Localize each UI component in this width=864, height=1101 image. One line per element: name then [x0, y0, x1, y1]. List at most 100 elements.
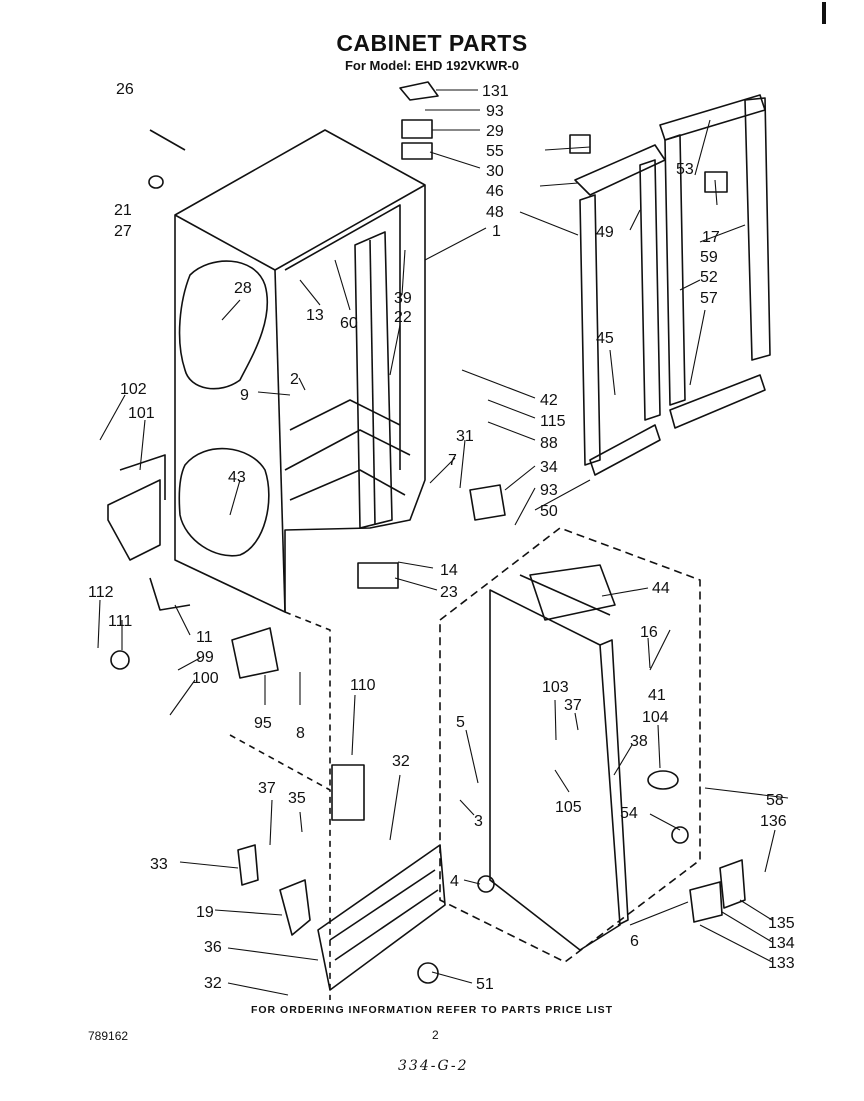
callout-3: 3	[474, 813, 483, 830]
callout-101: 101	[128, 405, 155, 422]
callout-33: 33	[150, 856, 168, 873]
hinge-135	[719, 859, 746, 909]
callout-labels: 26 21 27 131 93 29 55 30 46 48 1 53 17 5…	[88, 81, 795, 993]
handwritten-note: 334-G-2	[398, 1058, 469, 1074]
foot-51	[417, 962, 439, 984]
callout-102: 102	[120, 381, 147, 398]
callout-6: 6	[630, 933, 639, 950]
callout-134: 134	[768, 935, 795, 952]
callout-42: 42	[540, 392, 558, 409]
callout-29: 29	[486, 123, 504, 140]
callout-112: 112	[88, 584, 114, 601]
callout-34: 34	[540, 459, 558, 476]
callout-133: 133	[768, 955, 795, 972]
callout-32b: 32	[204, 975, 222, 992]
door-assembly-outline	[439, 527, 701, 963]
callout-53: 53	[676, 161, 694, 178]
callout-19: 19	[196, 904, 214, 921]
callout-44: 44	[652, 580, 670, 597]
callout-5: 5	[456, 714, 465, 731]
part-134	[689, 881, 723, 923]
callout-104: 104	[642, 709, 669, 726]
callout-55: 55	[486, 143, 504, 160]
callout-31: 31	[456, 428, 474, 445]
callout-16: 16	[640, 624, 658, 641]
callout-11: 11	[196, 629, 213, 646]
callout-23: 23	[440, 584, 458, 601]
callout-36: 36	[204, 939, 222, 956]
rear-panel-101	[107, 479, 161, 561]
model-subtitle: For Model: EHD 192VKWR-0	[344, 58, 520, 73]
base-grille-36	[317, 844, 446, 991]
document-number: 789162	[88, 1029, 129, 1043]
callout-9: 9	[240, 387, 249, 404]
callout-46: 46	[486, 183, 504, 200]
callout-28: 28	[234, 280, 252, 297]
callout-93: 93	[486, 103, 504, 120]
callout-60: 60	[340, 315, 358, 332]
callout-22: 22	[394, 309, 412, 326]
callout-51: 51	[476, 976, 494, 993]
callout-58: 58	[766, 792, 784, 809]
part-131	[399, 81, 439, 101]
callout-45: 45	[596, 330, 614, 347]
callout-95: 95	[254, 715, 272, 732]
cap-27	[148, 175, 164, 189]
cabinet-shell	[174, 129, 426, 613]
callout-48: 48	[486, 204, 504, 221]
callout-35: 35	[288, 790, 306, 807]
callout-93b: 93	[540, 482, 558, 499]
callout-88: 88	[540, 435, 558, 452]
callout-32: 32	[392, 753, 410, 770]
callout-59: 59	[700, 249, 718, 266]
callout-39: 39	[394, 290, 412, 307]
callout-110: 110	[350, 677, 376, 694]
callout-135: 135	[768, 915, 795, 932]
knob-104	[647, 770, 679, 790]
corner-mark	[822, 2, 826, 24]
part-55	[569, 134, 591, 154]
callout-14: 14	[440, 562, 458, 579]
callout-37: 37	[564, 697, 582, 714]
hinge-bracket-95	[231, 627, 279, 679]
callout-99: 99	[196, 649, 214, 666]
part-54	[671, 826, 689, 844]
callout-2: 2	[290, 371, 299, 388]
callout-26: 26	[116, 81, 134, 98]
callout-50: 50	[540, 503, 558, 520]
callout-4: 4	[450, 873, 459, 890]
part-4	[477, 875, 495, 893]
callout-27: 27	[114, 223, 132, 240]
callout-100: 100	[192, 670, 219, 687]
callout-13: 13	[306, 307, 324, 324]
door-frame-lower	[589, 424, 661, 476]
hinge-bracket-34	[469, 484, 506, 521]
part-110	[331, 764, 365, 821]
callout-41: 41	[648, 687, 666, 704]
page-number: 2	[432, 1028, 439, 1042]
freezer-door-frame	[659, 94, 766, 141]
callout-8: 8	[296, 725, 305, 742]
callout-38: 38	[630, 733, 648, 750]
elbow-21	[149, 129, 186, 151]
hinge-29	[401, 119, 433, 139]
callout-1: 1	[492, 223, 501, 240]
callout-54: 54	[620, 805, 638, 822]
callout-17: 17	[702, 229, 720, 246]
callout-136: 136	[760, 813, 787, 830]
callout-131: 131	[482, 83, 509, 100]
callout-52: 52	[700, 269, 718, 286]
callout-111: 111	[108, 613, 132, 630]
callout-49: 49	[596, 224, 614, 241]
callout-21: 21	[114, 202, 132, 219]
callout-115: 115	[540, 413, 566, 430]
part-23	[357, 562, 399, 589]
page-title: CABINET PARTS	[336, 30, 528, 56]
callout-7: 7	[448, 452, 457, 469]
callout-103: 103	[542, 679, 569, 696]
callout-43: 43	[228, 469, 246, 486]
bumper-111	[110, 650, 130, 670]
tube-11	[149, 577, 191, 611]
callout-30: 30	[486, 163, 504, 180]
